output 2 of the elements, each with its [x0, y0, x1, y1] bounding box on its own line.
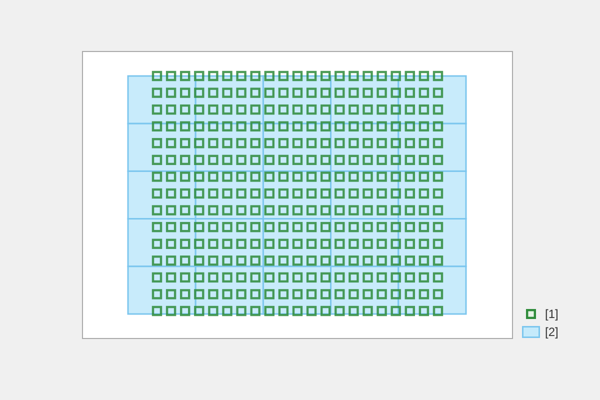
legend-label: [1] [545, 307, 558, 321]
legend-label: [2] [545, 325, 558, 339]
